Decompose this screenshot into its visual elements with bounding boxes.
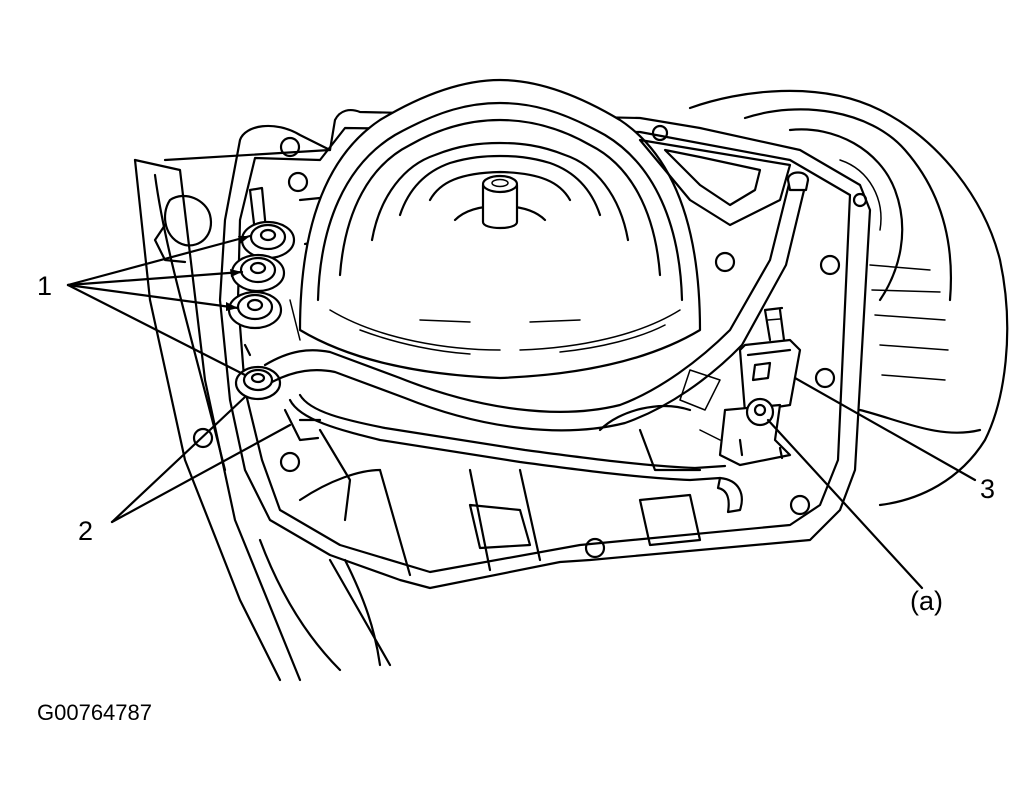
bolt-1c bbox=[227, 290, 283, 330]
callout-3: 3 bbox=[980, 474, 995, 504]
left-housing-outline bbox=[133, 148, 392, 682]
figure-code: G00764787 bbox=[37, 700, 152, 725]
rear-case-outline bbox=[688, 89, 1009, 507]
callout-2: 2 bbox=[78, 516, 93, 546]
bolt-1a bbox=[240, 220, 296, 260]
bolt-1b bbox=[230, 253, 286, 293]
torque-converter bbox=[298, 78, 702, 380]
oil-tubes bbox=[263, 171, 810, 514]
upper-right-bracket bbox=[638, 138, 792, 273]
lower-casting-details bbox=[298, 369, 721, 577]
leader-lines bbox=[66, 234, 977, 590]
arrowheads bbox=[226, 236, 250, 311]
callout-a: (a) bbox=[910, 586, 943, 616]
solenoid-connector bbox=[718, 306, 802, 467]
bolt-group-1 bbox=[227, 220, 296, 401]
bolt-1d bbox=[234, 365, 282, 401]
callout-1: 1 bbox=[37, 271, 52, 301]
